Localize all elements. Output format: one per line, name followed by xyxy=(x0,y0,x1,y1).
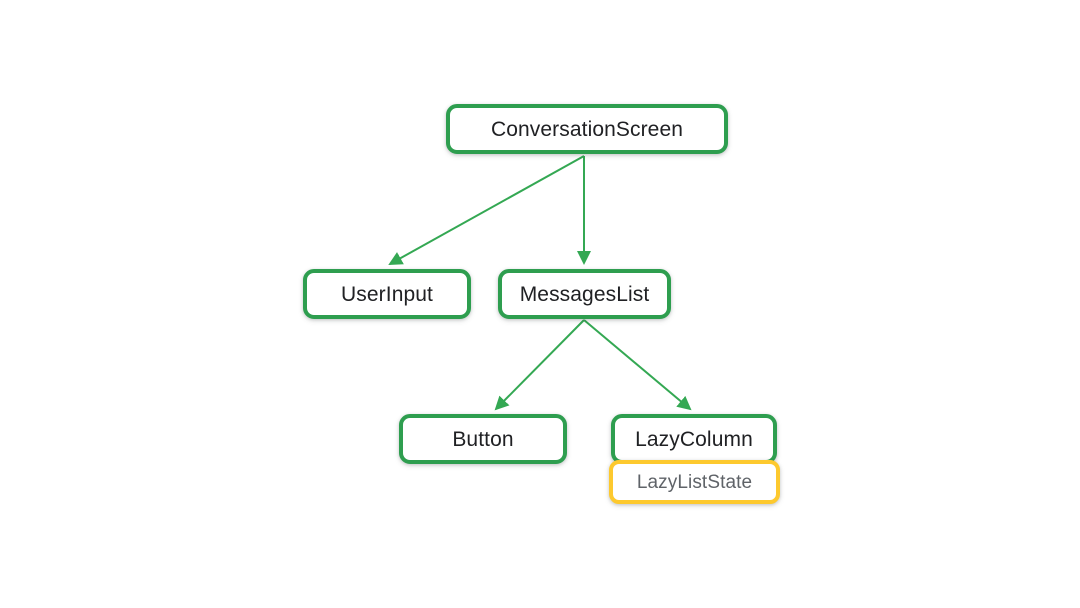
edge-messageslist-lazycolumn xyxy=(583,319,692,411)
node-conversationscreen[interactable]: ConversationScreen xyxy=(446,104,728,154)
node-button[interactable]: Button xyxy=(399,414,567,464)
edge-messageslist-button xyxy=(494,319,585,411)
node-lazycolumn[interactable]: LazyColumn xyxy=(611,414,777,464)
node-label: ConversationScreen xyxy=(490,117,684,141)
node-label: MessagesList xyxy=(519,282,650,306)
edge-conversationscreen-userinput xyxy=(388,155,585,265)
node-label: LazyListState xyxy=(636,471,753,493)
node-messageslist[interactable]: MessagesList xyxy=(498,269,671,319)
node-label: UserInput xyxy=(341,282,433,306)
node-label: Button xyxy=(452,427,514,451)
node-label: LazyColumn xyxy=(635,427,753,451)
node-lazyliststate[interactable]: LazyListState xyxy=(609,460,780,504)
node-userinput[interactable]: UserInput xyxy=(303,269,471,319)
